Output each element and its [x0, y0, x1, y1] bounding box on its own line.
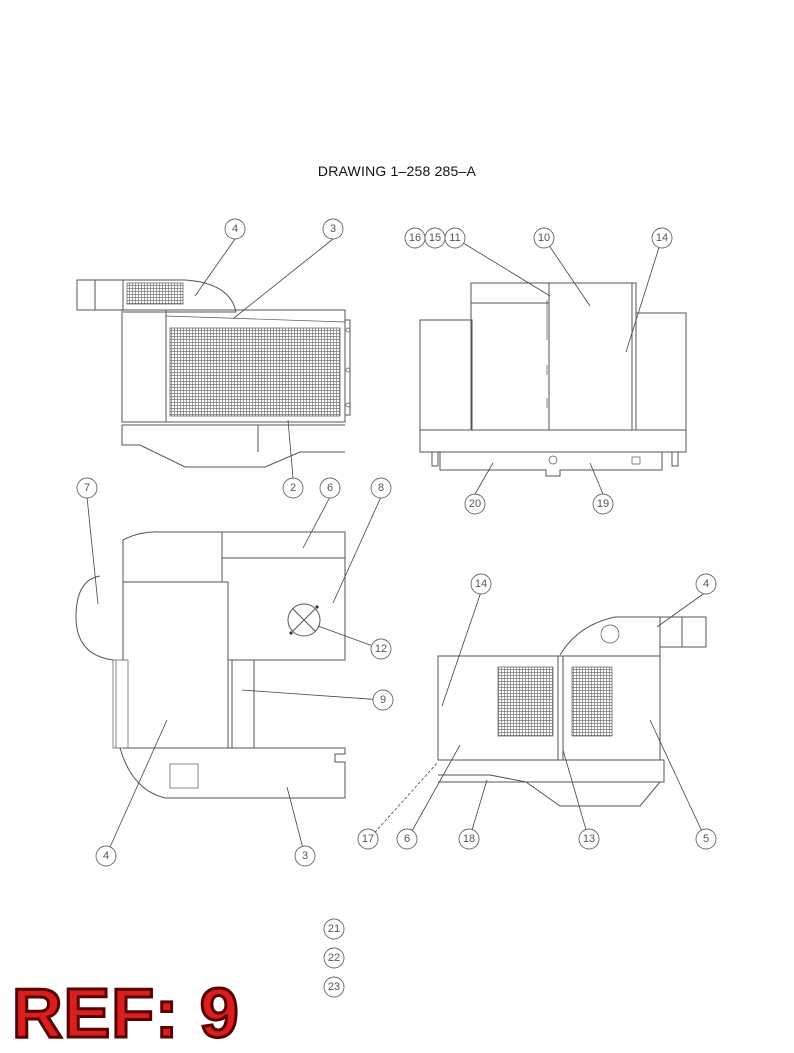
callout-bubble: 14 — [470, 573, 492, 595]
callout-bubble: 6 — [319, 477, 341, 499]
callout-bubble: 23 — [323, 976, 345, 998]
callout-bubble: 13 — [578, 828, 600, 850]
callout-label: 20 — [469, 498, 481, 510]
callout-bubble: 16 — [404, 227, 426, 249]
callout-label: 11 — [449, 232, 460, 244]
callout-bubble: 11 — [444, 227, 466, 249]
callout-bubble: 3 — [294, 845, 316, 867]
callout-bubble: 6 — [396, 828, 418, 850]
callouts-top-right: 16 15 11 10 14 20 19 — [404, 227, 673, 515]
view-middle-right — [367, 591, 707, 841]
callouts-middle-left: 7 6 8 12 9 4 3 — [76, 477, 394, 867]
callout-bubble: 21 — [323, 918, 345, 940]
callout-label: 6 — [327, 482, 333, 494]
callout-bubble: 4 — [224, 218, 246, 240]
callout-label: 15 — [429, 232, 441, 244]
callout-label: 4 — [232, 223, 238, 235]
callout-label: 17 — [362, 833, 374, 845]
callout-label: 7 — [84, 482, 90, 494]
callout-label: 2 — [290, 482, 296, 494]
callout-bubble: 10 — [533, 227, 555, 249]
callout-bubble: 2 — [282, 477, 304, 499]
ref-label: REF: 9 — [11, 974, 241, 1052]
callout-label: 3 — [302, 850, 308, 862]
callout-bubble: 8 — [370, 477, 392, 499]
callout-label: 8 — [378, 482, 384, 494]
callout-label: 4 — [103, 850, 109, 862]
callout-label: 16 — [409, 232, 421, 244]
callouts-middle-right: 14 4 17 6 18 13 5 — [357, 573, 717, 850]
callout-bubble: 19 — [592, 493, 614, 515]
callout-label: 5 — [703, 833, 709, 845]
callout-bubble: 22 — [323, 947, 345, 969]
callout-label: 23 — [328, 981, 340, 993]
callout-label: 14 — [475, 578, 487, 590]
callout-label: 3 — [330, 223, 336, 235]
callout-bubble: 18 — [458, 828, 480, 850]
callout-bubble: 12 — [370, 638, 392, 660]
callout-label: 4 — [703, 578, 709, 590]
callout-bubble: 20 — [464, 493, 486, 515]
callouts-top-left: 4 3 2 — [224, 218, 344, 499]
callout-label: 19 — [597, 498, 609, 510]
callout-label: 18 — [463, 833, 475, 845]
callout-bubble: 5 — [695, 828, 717, 850]
view-top-left — [76, 238, 351, 479]
callout-bubble: 14 — [651, 227, 673, 249]
callout-bubble: 3 — [322, 218, 344, 240]
view-middle-left — [75, 496, 384, 857]
callout-bubble: 9 — [372, 689, 394, 711]
callout-label: 14 — [656, 232, 668, 244]
view-top-right — [419, 237, 687, 495]
callouts-extra: 21 22 23 — [323, 918, 345, 998]
callout-bubble: 4 — [95, 845, 117, 867]
callout-label: 6 — [404, 833, 410, 845]
callout-label: 12 — [375, 643, 387, 655]
callout-label: 22 — [328, 952, 340, 964]
callout-bubble: 4 — [695, 573, 717, 595]
callout-label: 21 — [328, 923, 340, 935]
callout-label: 13 — [583, 833, 595, 845]
callout-label: 9 — [380, 694, 386, 706]
callout-bubble: 15 — [424, 227, 446, 249]
callout-bubble: 7 — [76, 477, 98, 499]
callout-bubble: 17 — [357, 828, 379, 850]
callout-label: 10 — [538, 232, 550, 244]
drawing-title: DRAWING 1–258 285–A — [317, 163, 477, 179]
